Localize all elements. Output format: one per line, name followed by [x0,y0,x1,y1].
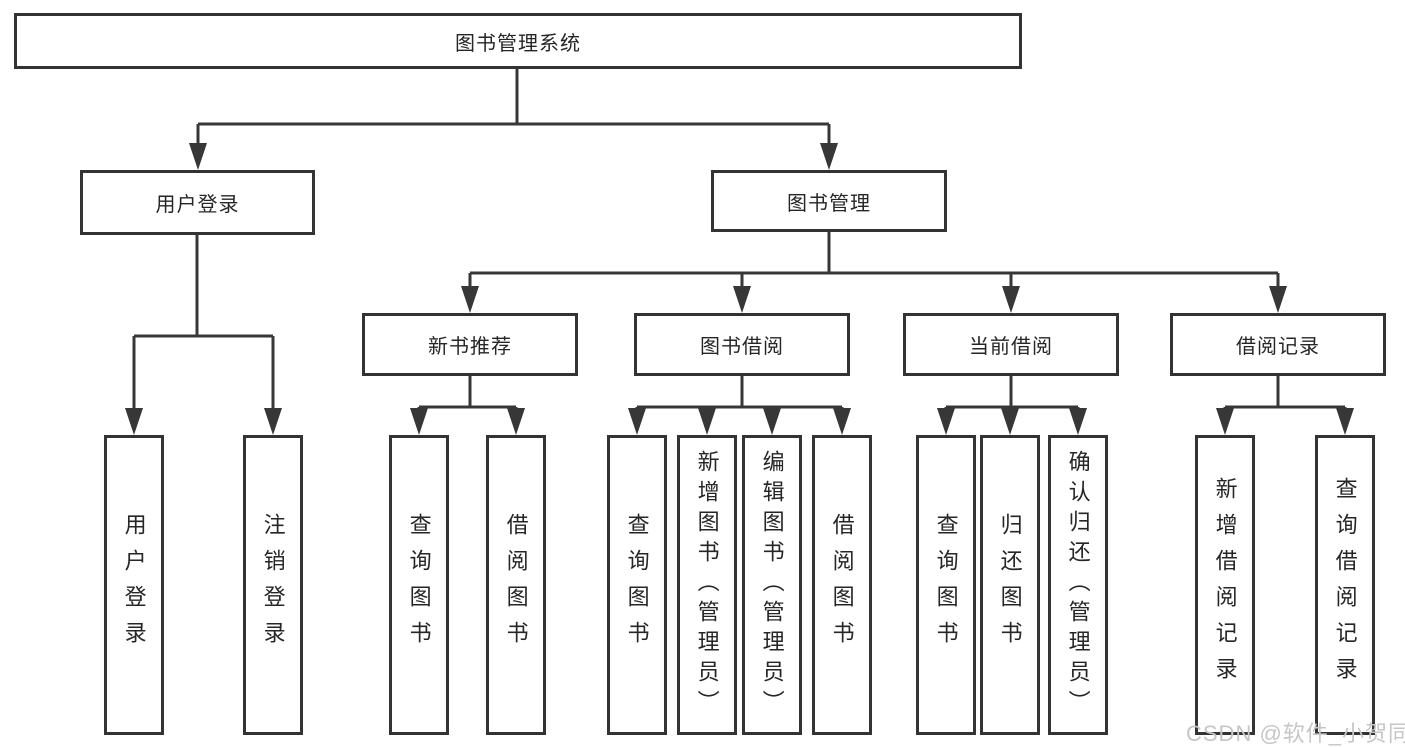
connector-records-to-leaves [1216,376,1354,435]
leaf-records-add-record-label: 新增借阅记录 [1212,477,1238,693]
node-root-label: 图书管理系统 [455,32,581,55]
node-current-borrow: 当前借阅 [903,313,1119,376]
node-book-management-label: 图书管理 [787,192,871,215]
connector-bookmgmt-to-level3 [461,232,1287,313]
node-borrow-records: 借阅记录 [1170,313,1386,376]
leaf-current-query-books-label: 查询图书 [933,513,959,657]
connector-bookborrow-to-leaves [628,376,851,435]
node-book-borrow-label: 图书借阅 [700,336,784,358]
node-book-management: 图书管理 [711,170,947,232]
leaf-current-return-books: 归还图书 [980,435,1040,735]
node-book-borrow: 图书借阅 [634,313,850,376]
leaf-current-query-books: 查询图书 [916,435,976,735]
leaf-records-add-record: 新增借阅记录 [1195,435,1255,735]
node-root-system: 图书管理系统 [14,13,1022,69]
node-user-login-group: 用户登录 [80,170,315,235]
leaf-borrow-edit-books-admin-label: 编辑图书（管理员） [759,450,785,720]
connector-currentborrow-to-leaves [937,376,1087,435]
node-borrow-records-label: 借阅记录 [1236,336,1320,358]
leaf-borrow-borrow-books: 借阅图书 [812,435,872,735]
leaf-records-query-record-label: 查询借阅记录 [1332,477,1358,693]
leaf-current-return-books-label: 归还图书 [997,513,1023,657]
leaf-newbook-query-books: 查询图书 [389,435,449,735]
leaf-newbook-query-books-label: 查询图书 [406,513,432,657]
leaf-logout-label: 注销登录 [260,513,286,657]
leaf-current-confirm-return-admin: 确认归还（管理员） [1048,435,1108,735]
leaf-logout: 注销登录 [243,435,303,735]
connector-userlogin-to-leaves [125,235,282,435]
leaf-borrow-add-books-admin: 新增图书（管理员） [677,435,737,735]
leaf-current-confirm-return-admin-label: 确认归还（管理员） [1065,450,1091,720]
csdn-watermark: CSDN @软件_小贺同学 [1186,721,1405,746]
leaf-newbook-borrow-books-label: 借阅图书 [503,513,529,657]
leaf-newbook-borrow-books: 借阅图书 [486,435,546,735]
leaf-borrow-edit-books-admin: 编辑图书（管理员） [742,435,802,735]
leaf-borrow-borrow-books-label: 借阅图书 [829,513,855,657]
node-new-book-recommend-label: 新书推荐 [428,336,512,358]
connector-newbook-to-leaves [410,376,525,435]
node-user-login-group-label: 用户登录 [155,194,240,216]
leaf-records-query-record: 查询借阅记录 [1315,435,1375,735]
leaf-borrow-query-books: 查询图书 [607,435,667,735]
leaf-borrow-query-books-label: 查询图书 [624,513,650,657]
node-current-borrow-label: 当前借阅 [969,336,1053,358]
leaf-borrow-add-books-admin-label: 新增图书（管理员） [694,450,720,720]
connector-root-to-level2 [189,68,838,170]
leaf-user-login: 用户登录 [104,435,164,735]
leaf-user-login-label: 用户登录 [121,513,147,657]
node-new-book-recommend: 新书推荐 [362,313,578,376]
